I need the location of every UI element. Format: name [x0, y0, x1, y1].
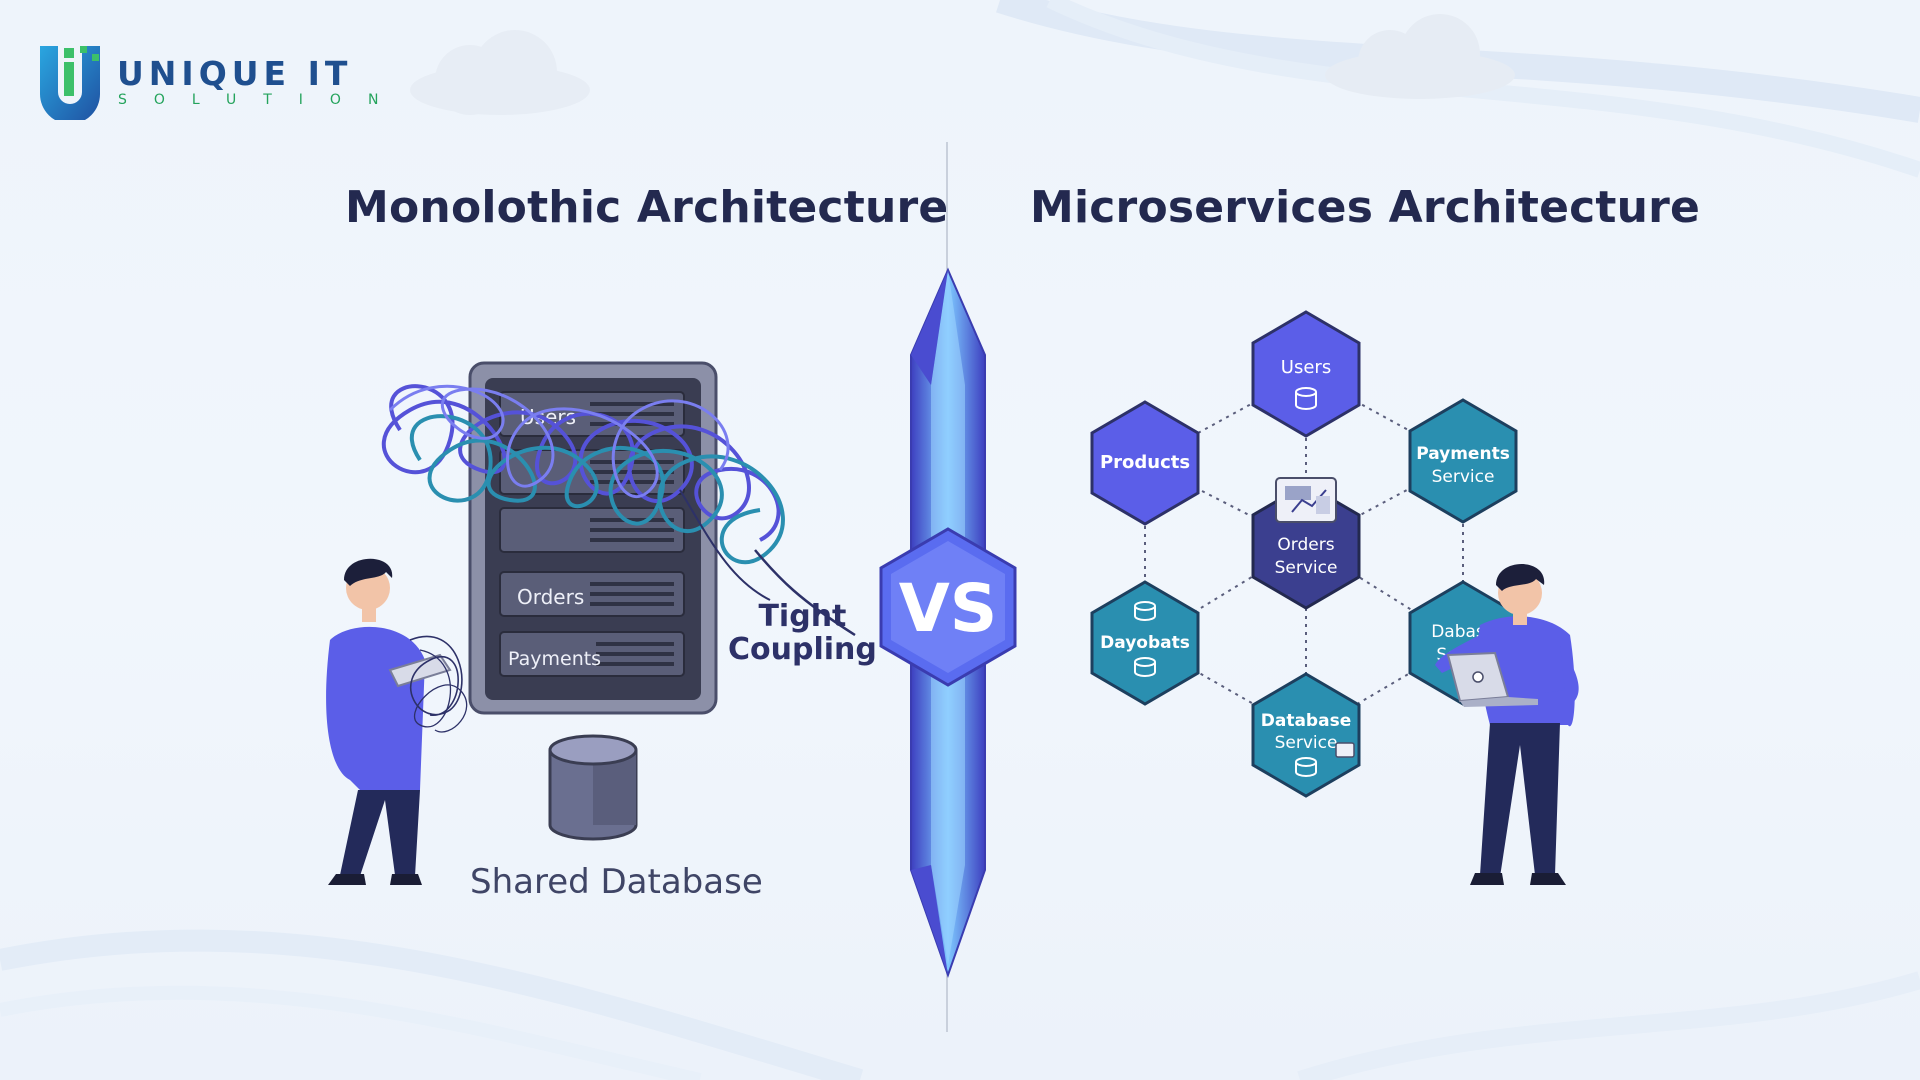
service-label-users: Users: [1281, 357, 1331, 378]
service-node-products: Products: [1090, 400, 1200, 526]
brand-name: UNIQUE IT: [117, 54, 353, 93]
module-slot-payments: [499, 631, 685, 677]
vs-hexagon: [879, 527, 1017, 687]
monolith-title: Monolothic Architecture: [345, 182, 949, 233]
microservices-diagram: Users Products Payments Service Or: [1090, 310, 1518, 798]
module-slot: [499, 507, 685, 553]
service-label-payments-1: Payments: [1416, 444, 1510, 464]
service-label-orders-1: Orders: [1277, 535, 1334, 555]
coupling-label: Tight Coupling: [728, 600, 877, 666]
service-node-orders: Orders Service: [1251, 477, 1361, 610]
document-icon: [1335, 742, 1355, 758]
service-label-database-partial-1: Dabas: [1431, 622, 1485, 642]
developer-left-figure: [326, 558, 468, 885]
vs-crystal: VS: [879, 267, 1017, 979]
cloud-icon: [410, 30, 590, 115]
module-label-orders: Orders: [517, 585, 584, 609]
logo-icon: [40, 46, 100, 124]
vs-label: VS: [899, 570, 998, 647]
database-icon: [548, 734, 638, 841]
developer-right-figure: [1435, 564, 1579, 885]
database-icon: [1134, 601, 1156, 621]
service-node-payments: Payments Service: [1408, 398, 1518, 524]
service-node-database: Database Service: [1251, 672, 1361, 798]
cloud-icon: [1325, 14, 1515, 99]
service-label-orders-2: Service: [1275, 558, 1338, 578]
service-label-database-1: Database: [1261, 711, 1351, 731]
shared-database-label: Shared Database: [470, 862, 763, 902]
database-icon: [1134, 657, 1156, 677]
microservices-title: Microservices Architecture: [1030, 182, 1701, 233]
module-slot-orders: [499, 571, 685, 617]
tangled-wires: [381, 384, 856, 637]
dashboard-icon: [1275, 477, 1337, 523]
service-label-products: Products: [1100, 452, 1190, 473]
brand-tagline: SOLUTION: [118, 92, 406, 108]
service-node-dayobats: Dayobats: [1090, 580, 1200, 706]
laptop-icon: [1446, 651, 1538, 707]
module-label-payments: Payments: [508, 648, 601, 670]
brand-logo: [36, 42, 106, 124]
database-icon: [1295, 757, 1317, 777]
monolith-diagram: Users Orders Payments: [381, 361, 856, 841]
coupling-label-line1: Tight: [758, 599, 847, 634]
service-node-users: Users: [1251, 310, 1361, 438]
service-label-database-2: Service: [1275, 733, 1338, 753]
service-label-payments-2: Service: [1432, 467, 1495, 487]
database-icon: [1295, 387, 1317, 410]
service-label-dayobats: Dayobats: [1100, 633, 1190, 653]
coupling-label-line2: Coupling: [728, 632, 877, 667]
